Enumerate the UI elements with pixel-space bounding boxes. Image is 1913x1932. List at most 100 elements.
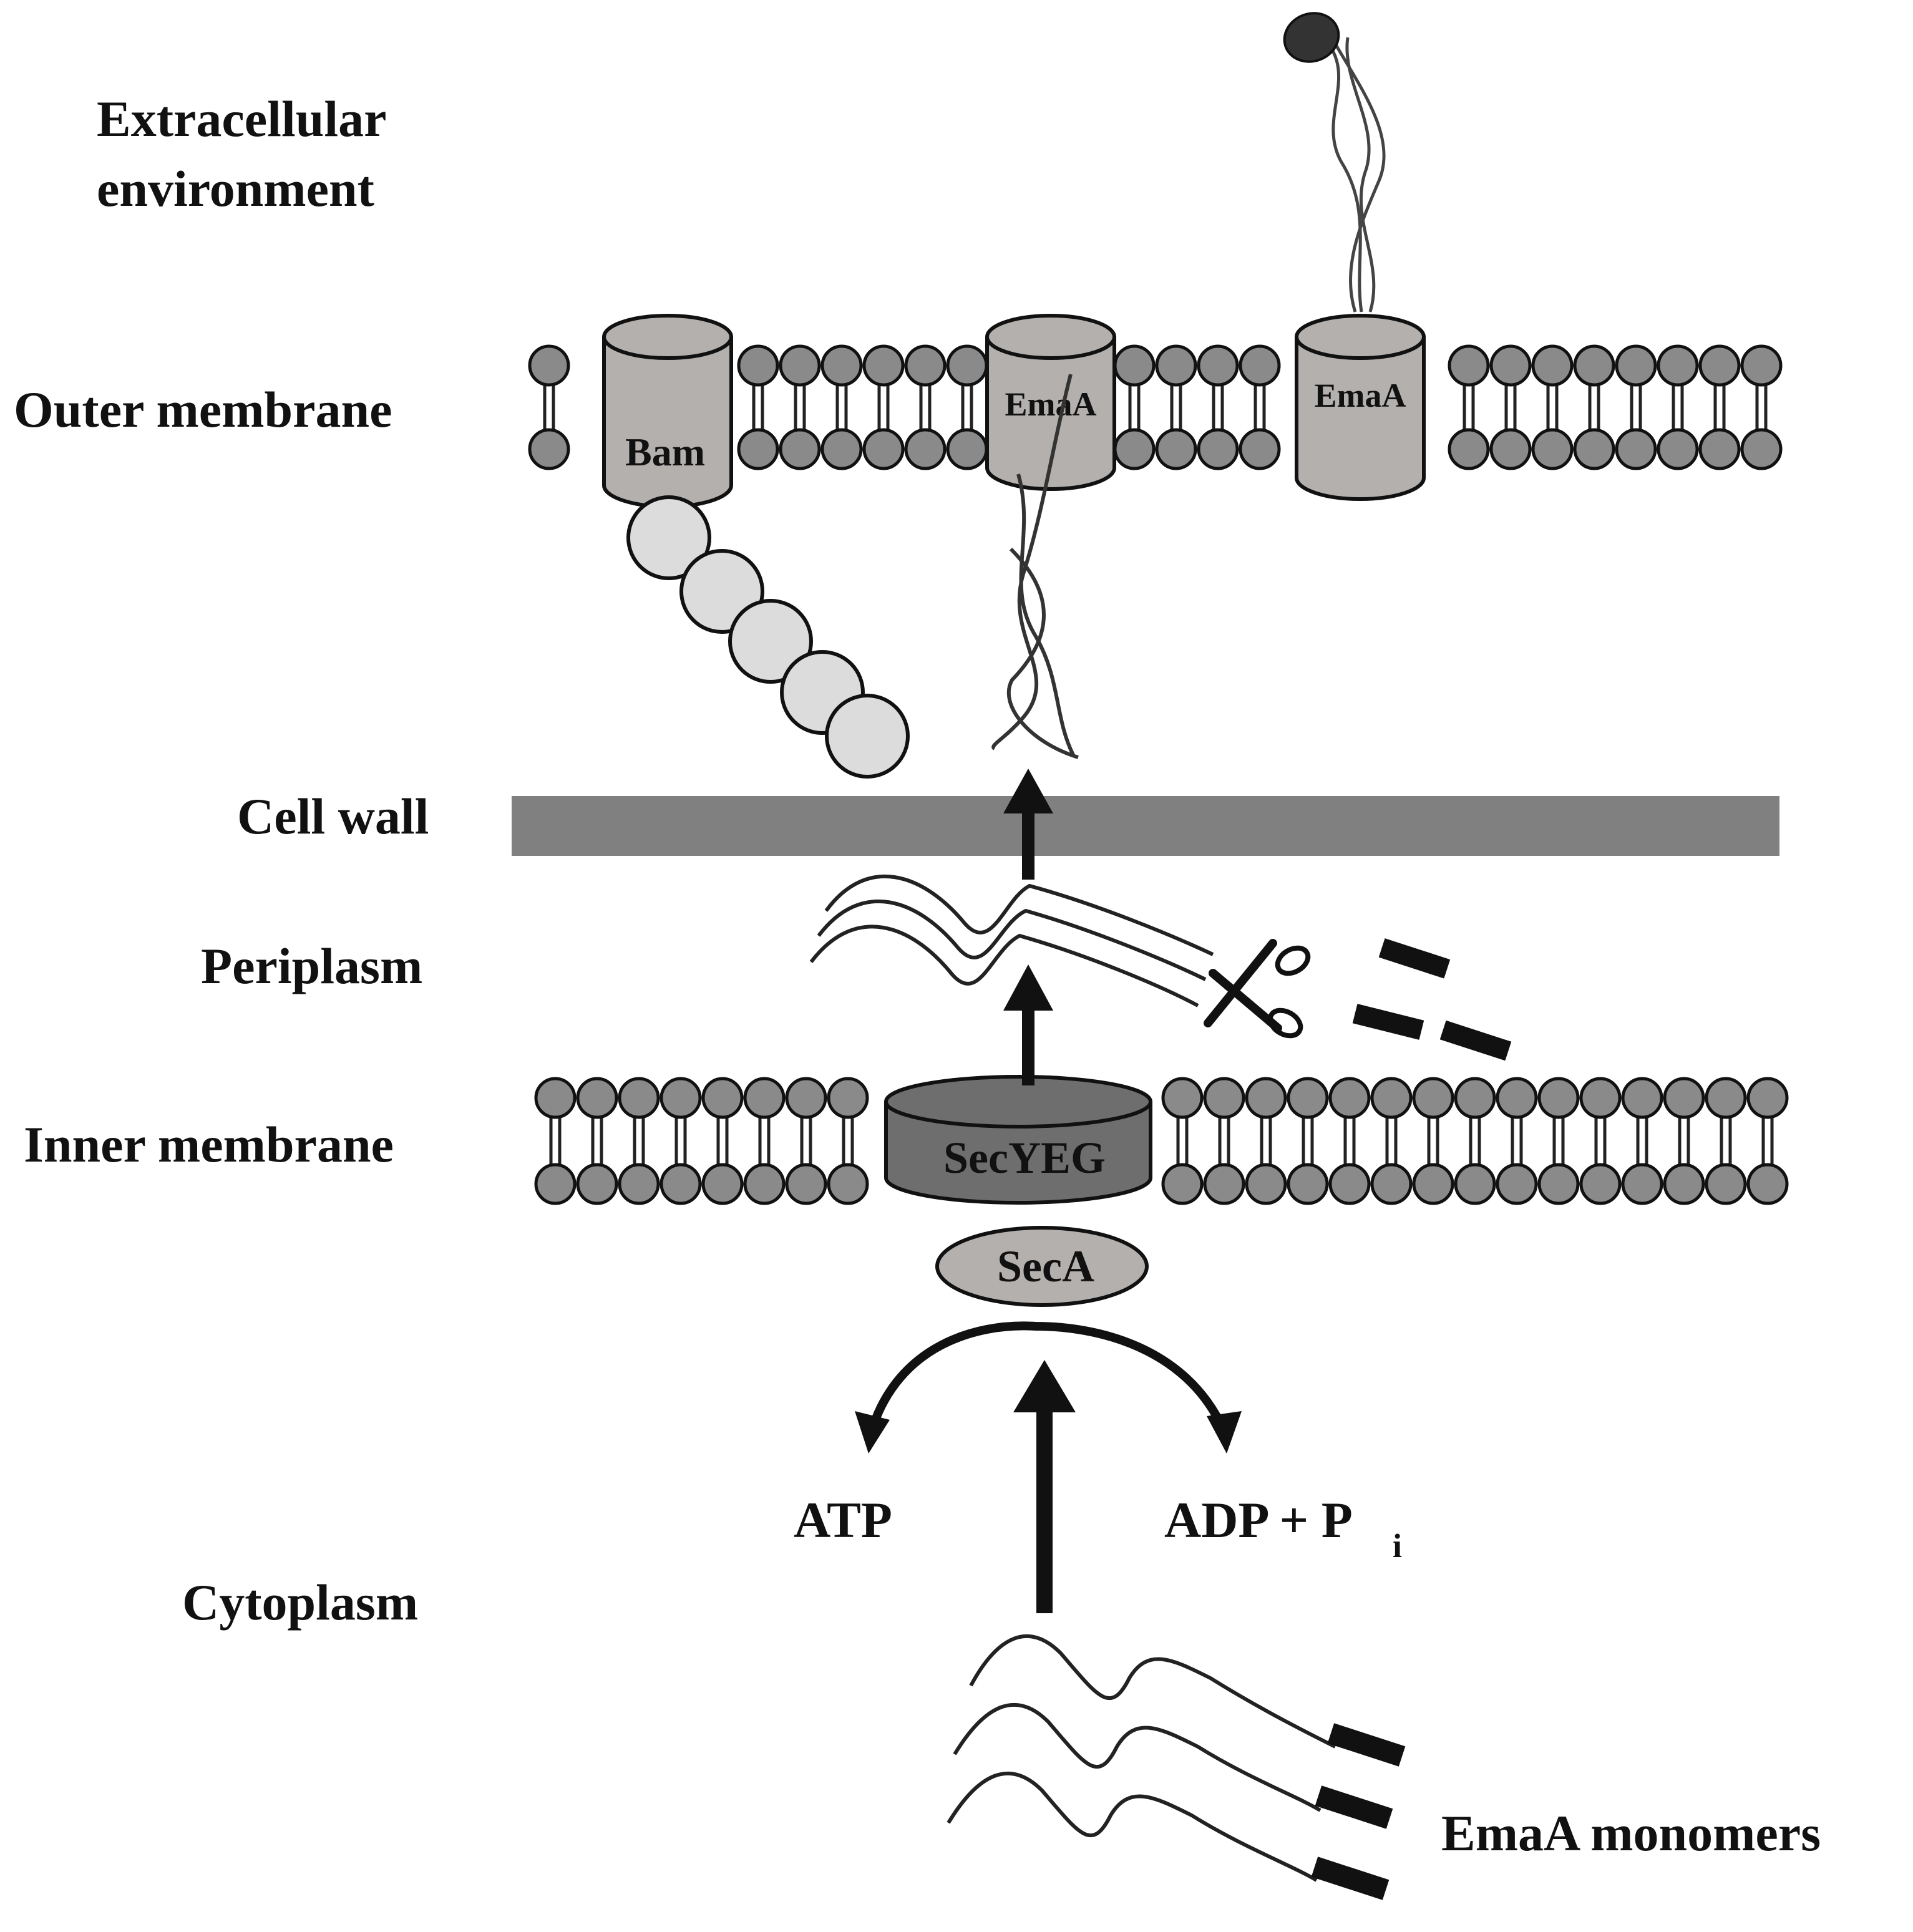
emaa-barrel-top [985, 314, 1116, 360]
lipid-head [1657, 428, 1699, 470]
lipid [528, 344, 570, 470]
lipid-head [576, 1077, 618, 1119]
lipid [862, 344, 905, 470]
atp-label: ATP [794, 1492, 892, 1548]
lipid-head [862, 428, 905, 470]
bam-bead [825, 694, 910, 779]
environment-label: environment [97, 160, 374, 217]
lipid-head [1579, 1163, 1622, 1205]
cleaved-signal-peptide [1378, 938, 1451, 979]
bam-label: Bam [625, 430, 705, 474]
bam-bead [728, 599, 813, 684]
seca-atpase: SecA [935, 1226, 1149, 1307]
lipid-head [1621, 1077, 1663, 1119]
lipid [1287, 1077, 1329, 1205]
cytoplasm-label: Cytoplasm [182, 1574, 418, 1631]
lipid [827, 1077, 869, 1205]
scissors-icon [1204, 939, 1311, 1039]
emaa-adhesin-stalk [1322, 36, 1386, 313]
lipid [1740, 344, 1783, 470]
lipid-head [1615, 428, 1657, 470]
lipid-head [1746, 1163, 1789, 1205]
lipid-head [1531, 344, 1574, 387]
lipid [1489, 344, 1532, 470]
lipid [701, 1077, 744, 1205]
lipid-head [785, 1163, 827, 1205]
emaa-barrel-body [1295, 337, 1426, 501]
lipid-head [660, 1077, 702, 1119]
lipid-head [1705, 1077, 1747, 1119]
cell-wall-label: Cell wall [237, 788, 429, 845]
lipid-head [1448, 428, 1490, 470]
lipid [660, 1077, 702, 1205]
lipid-head [1740, 428, 1783, 470]
lipid [743, 1077, 786, 1205]
bam-complex: Bam [602, 314, 910, 779]
lipid [1197, 344, 1239, 470]
lipid-head [862, 344, 905, 387]
lipid-head [1113, 344, 1156, 387]
arrowhead [855, 1411, 890, 1454]
lipid-head [528, 428, 570, 470]
secyeg-label: SecYEG [943, 1133, 1106, 1183]
emaa-monomers [947, 1634, 1406, 1900]
lipid-head [1239, 428, 1281, 470]
lipid-head [576, 1163, 618, 1205]
adp-pi-label: ADP + P i [1164, 1492, 1402, 1565]
lipid [1746, 1077, 1789, 1205]
lipid-head [701, 1077, 744, 1119]
lipid [1698, 344, 1741, 470]
lipid-head [779, 428, 821, 470]
lipid-head [1370, 1077, 1413, 1119]
lipid-head [820, 344, 863, 387]
cleaved-signal-peptide [1439, 1020, 1512, 1061]
lipid-head [820, 428, 863, 470]
lipid [1663, 1077, 1705, 1205]
lipid [820, 344, 863, 470]
emaa-monomer [947, 1772, 1390, 1900]
bam-barrel-top [602, 314, 733, 360]
lipid-head [1328, 1163, 1371, 1205]
extracellular-label: Extracellular [97, 90, 387, 147]
lipid-head [743, 1163, 786, 1205]
emaa-monomers-label: EmaA monomers [1441, 1805, 1821, 1862]
lipid-head [1448, 344, 1490, 387]
lipid-head [1740, 344, 1783, 387]
pi-subscript: i [1393, 1527, 1402, 1565]
arrowhead [1003, 964, 1053, 1011]
secyeg-channel: SecYEG [884, 1075, 1152, 1205]
lipid [1579, 1077, 1622, 1205]
lipid-head [1615, 344, 1657, 387]
bam-bead [626, 495, 711, 580]
lipid-head [785, 1077, 827, 1119]
lipid-head [1573, 344, 1615, 387]
lipid [1412, 1077, 1454, 1205]
lipid-head [827, 1163, 869, 1205]
lipid-head [946, 428, 988, 470]
lipid-head [1663, 1077, 1705, 1119]
lipid-head [1245, 1077, 1287, 1119]
lipid-head [1579, 1077, 1622, 1119]
emaa-nascent-fiber [991, 374, 1079, 759]
lipid-head [904, 428, 947, 470]
lipid-head [1454, 1077, 1496, 1119]
lipid-head [1113, 428, 1156, 470]
lipid [1615, 344, 1657, 470]
lipid-head [827, 1077, 869, 1119]
lipid-head [701, 1163, 744, 1205]
emaa-adhesin-head [1283, 12, 1340, 63]
secyeg-top [884, 1075, 1152, 1129]
lipid-head [1537, 1163, 1580, 1205]
lipid [1370, 1077, 1413, 1205]
lipid [1531, 344, 1574, 470]
emaa-barrel-top [1295, 314, 1426, 360]
lipid [1705, 1077, 1747, 1205]
cleaved-signal-peptide [1352, 1004, 1424, 1040]
lipid-head [1663, 1163, 1705, 1205]
lipid-head [534, 1163, 577, 1205]
lipid-head [1155, 344, 1197, 387]
lipid [534, 1077, 577, 1205]
lipid-head [1746, 1077, 1789, 1119]
emaa-monomer [953, 1703, 1393, 1829]
